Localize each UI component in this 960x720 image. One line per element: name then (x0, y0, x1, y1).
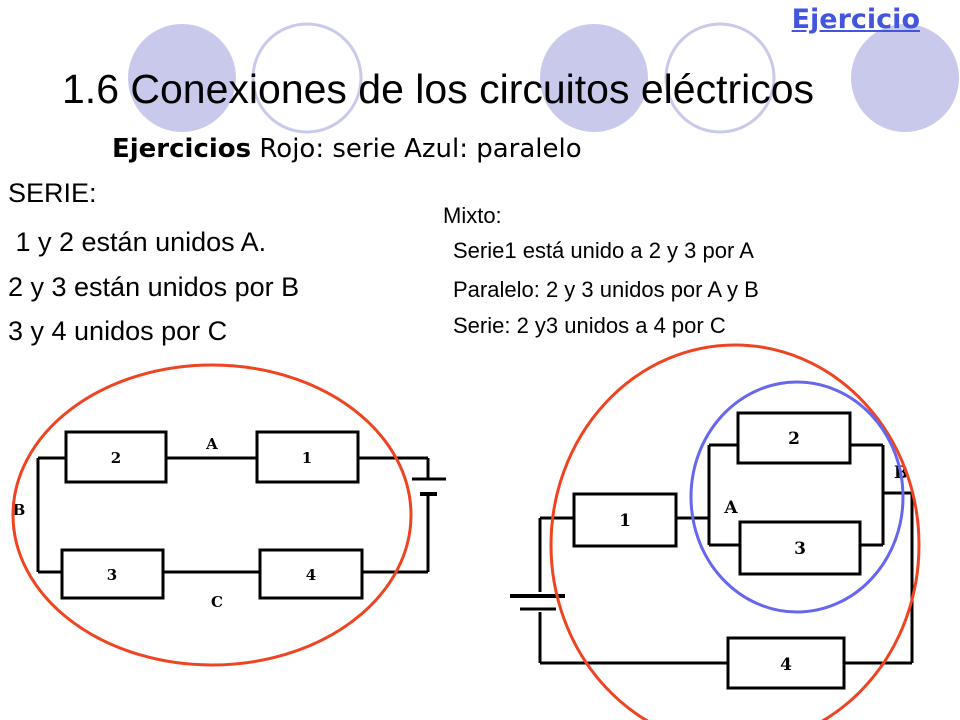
resistor-2-box (736, 411, 852, 465)
resistor-3-label: 3 (794, 539, 806, 559)
node-c-label: C (211, 593, 223, 611)
mixto-line: Paralelo: 2 y 3 unidos por A y B (453, 277, 759, 302)
subtitle: Ejercicios Rojo: serie Azul: paralelo (112, 134, 582, 164)
serie-heading: SERIE: (8, 178, 97, 208)
slide-title: 1.6 Conexiones de los circuitos eléctric… (62, 66, 815, 112)
decorative-circles (128, 22, 959, 134)
series-circuit-labels: 2 1 3 4 A B C (13, 435, 317, 611)
resistor-3-box (60, 548, 165, 600)
serie-line: 2 y 3 están unidos por B (8, 272, 300, 302)
node-b-label: B (13, 501, 26, 519)
resistor-3-label: 3 (107, 566, 117, 584)
resistor-3-box (738, 520, 862, 576)
mixto-line: Serie1 está unido a 2 y 3 por A (453, 238, 754, 263)
resistor-4-box (726, 636, 846, 690)
ejercicio-link[interactable]: Ejercicio (791, 4, 920, 35)
mixto-heading: Mixto: (443, 203, 502, 228)
node-a-label: A (205, 435, 218, 453)
mixed-circuit (510, 411, 914, 690)
deco-circle-outline (664, 22, 776, 134)
series-circuit (36, 430, 446, 600)
resistor-1-box (572, 492, 678, 548)
node-a-label: A (723, 498, 738, 518)
subtitle-bold: Ejercicios (112, 134, 252, 164)
subtitle-legend: Rojo: serie Azul: paralelo (251, 134, 582, 164)
deco-circle-filled (128, 24, 236, 132)
resistor-1-label: 1 (619, 511, 631, 531)
resistor-4-box (258, 548, 364, 600)
deco-circle-filled (540, 24, 648, 132)
resistor-2-box (64, 430, 168, 484)
resistor-4-label: 4 (306, 566, 316, 584)
paralelo-highlight-ellipse (689, 380, 905, 614)
resistor-1-label: 1 (302, 449, 312, 467)
serie-line: 3 y 4 unidos por C (8, 316, 228, 346)
resistor-4-label: 4 (780, 655, 792, 675)
deco-circle-outline (251, 22, 363, 134)
resistor-2-label: 2 (788, 429, 800, 449)
deco-circle-filled (851, 24, 959, 132)
mixto-line: Serie: 2 y3 unidos a 4 por C (453, 313, 726, 338)
resistor-2-label: 2 (111, 449, 121, 467)
resistor-1-box (255, 430, 360, 484)
serie-line: 1 y 2 están unidos A. (8, 227, 267, 257)
serie-highlight-ellipse (549, 343, 921, 720)
serie-highlight-ellipse (11, 363, 413, 667)
